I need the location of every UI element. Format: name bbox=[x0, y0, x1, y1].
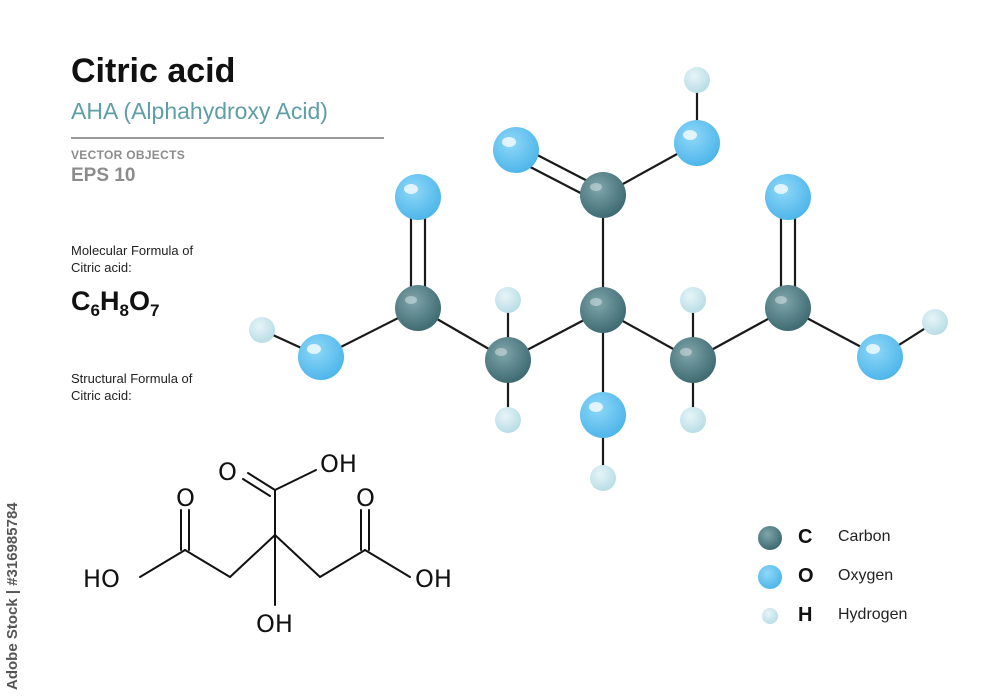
carbon-atom bbox=[580, 287, 626, 333]
bond bbox=[184, 549, 231, 578]
oxygen-atom bbox=[298, 334, 344, 380]
legend-swatches bbox=[758, 526, 782, 624]
oxygen-atom bbox=[674, 120, 720, 166]
legend-hydrogen-symbol: H bbox=[798, 604, 813, 626]
left-o-label: O bbox=[176, 484, 195, 512]
bond bbox=[247, 472, 276, 491]
legend-carbon-name: Carbon bbox=[838, 528, 891, 545]
atom-highlight bbox=[307, 344, 321, 354]
legend-hydrogen-swatch bbox=[762, 608, 778, 624]
top-oh-label: OH bbox=[320, 450, 357, 478]
bond bbox=[274, 469, 317, 491]
structural-label-line2: Citric acid: bbox=[71, 388, 132, 403]
eps-label: EPS 10 bbox=[71, 165, 136, 186]
structural-formula-label: Structural Formula of Citric acid: bbox=[71, 370, 271, 404]
legend-oxygen-swatch bbox=[758, 565, 782, 589]
right-oh-label: OH bbox=[415, 565, 452, 593]
page-subtitle: AHA (Alphahydroxy Acid) bbox=[71, 98, 328, 124]
formula-c: C bbox=[71, 286, 91, 316]
molecular-formula-label: Molecular Formula of Citric acid: bbox=[71, 242, 271, 276]
atom-highlight bbox=[774, 184, 788, 194]
legend-hydrogen-name: Hydrogen bbox=[838, 606, 908, 623]
legend-oxygen-symbol: O bbox=[798, 565, 814, 587]
hydrogen-atom bbox=[680, 287, 706, 313]
atom-highlight bbox=[775, 296, 787, 304]
left-ho-label: HO bbox=[83, 565, 120, 593]
hydrogen-atom bbox=[684, 67, 710, 93]
oxygen-atom bbox=[580, 392, 626, 438]
formula-o: O bbox=[128, 286, 150, 316]
atom-highlight bbox=[590, 183, 602, 191]
atom-highlight bbox=[495, 348, 507, 356]
atom-highlight bbox=[404, 184, 418, 194]
atom-highlight bbox=[866, 344, 880, 354]
hydrogen-atom bbox=[680, 407, 706, 433]
stock-watermark: Adobe Stock | #316985784 bbox=[4, 502, 21, 690]
carbon-atom bbox=[485, 337, 531, 383]
atom-highlight bbox=[680, 348, 692, 356]
legend-oxygen-name: Oxygen bbox=[838, 567, 894, 584]
structural-formula: O OH O O HO OH OH bbox=[83, 450, 452, 638]
bond bbox=[319, 549, 366, 578]
molecular-label-line1: Molecular Formula of bbox=[71, 243, 194, 258]
vector-objects-label: VECTOR OBJECTS bbox=[71, 148, 185, 162]
legend-carbon-swatch bbox=[758, 526, 782, 550]
bond bbox=[139, 549, 186, 578]
formula-o-count: 7 bbox=[149, 301, 160, 320]
oxygen-atom bbox=[765, 174, 811, 220]
hydrogen-atom bbox=[590, 465, 616, 491]
center-oh-label: OH bbox=[256, 610, 293, 638]
hydrogen-atom bbox=[249, 317, 275, 343]
oxygen-atom bbox=[395, 174, 441, 220]
bond bbox=[229, 534, 276, 578]
carbon-atom bbox=[765, 285, 811, 331]
right-o-label: O bbox=[356, 484, 375, 512]
molecular-formula: C6H8O7 bbox=[71, 286, 159, 321]
formula-h: H bbox=[99, 286, 120, 316]
atom-highlight bbox=[502, 137, 516, 147]
bond bbox=[364, 549, 411, 578]
bond bbox=[242, 478, 271, 497]
carbon-atom bbox=[395, 285, 441, 331]
atom-highlight bbox=[683, 130, 697, 140]
structural-label-line1: Structural Formula of bbox=[71, 371, 193, 386]
hydrogen-atom bbox=[495, 407, 521, 433]
carbon-atom bbox=[580, 172, 626, 218]
atom-highlight bbox=[405, 296, 417, 304]
atom-highlight bbox=[590, 298, 602, 306]
molecular-label-line2: Citric acid: bbox=[71, 260, 132, 275]
formula-h-count: 8 bbox=[119, 301, 129, 320]
carbon-atom bbox=[670, 337, 716, 383]
legend-carbon-symbol: C bbox=[798, 526, 813, 548]
oxygen-atom bbox=[493, 127, 539, 173]
hydrogen-atom bbox=[922, 309, 948, 335]
divider bbox=[71, 137, 384, 139]
hydrogen-atom bbox=[495, 287, 521, 313]
atom-highlight bbox=[589, 402, 603, 412]
top-o-label: O bbox=[218, 458, 237, 486]
formula-c-count: 6 bbox=[90, 301, 100, 320]
page-title: Citric acid bbox=[71, 52, 236, 90]
oxygen-atom bbox=[857, 334, 903, 380]
bond bbox=[274, 534, 321, 578]
